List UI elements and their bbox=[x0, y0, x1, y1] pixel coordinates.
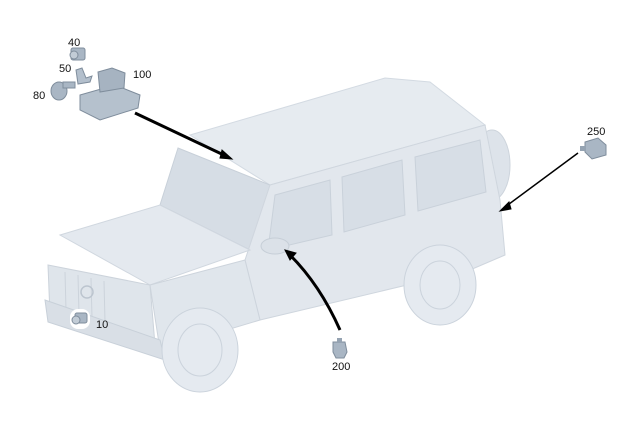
part-40 bbox=[69, 47, 86, 61]
callout-250: 250 bbox=[587, 126, 606, 138]
part-250 bbox=[580, 137, 607, 160]
callout-100: 100 bbox=[133, 69, 152, 81]
part-10-camera bbox=[70, 309, 90, 329]
part-100-control-unit bbox=[79, 67, 141, 121]
part-80 bbox=[50, 81, 76, 101]
callout-200: 200 bbox=[332, 361, 351, 373]
callout-10: 10 bbox=[96, 319, 109, 331]
part-200 bbox=[332, 338, 348, 359]
callout-40: 40 bbox=[68, 37, 81, 49]
callout-80: 80 bbox=[33, 90, 46, 102]
vehicle bbox=[44, 77, 511, 393]
leader-lines bbox=[134, 111, 579, 331]
callout-50: 50 bbox=[59, 63, 72, 75]
part-50 bbox=[75, 67, 93, 85]
